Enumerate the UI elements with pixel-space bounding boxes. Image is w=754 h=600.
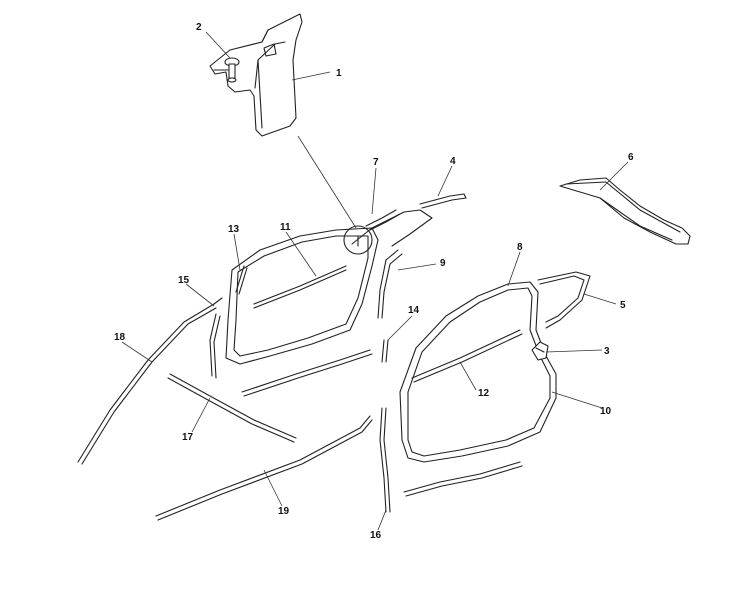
callout-9: 9 [440,258,446,269]
part-11-door-seal [225,227,379,365]
part-3-clip [531,341,549,361]
sill-strip-rear [403,461,523,497]
callout-19: 19 [278,506,290,517]
callout-2: 2 [196,22,202,33]
part-2-fastener [224,57,240,83]
callout-13: 13 [228,224,240,235]
sill-strip-front [241,349,373,397]
callout-4: 4 [450,156,456,167]
part-17-strip [167,373,297,443]
part-19-sill-strip [155,415,373,521]
part-13-strip [235,265,248,295]
callout-3: 3 [604,346,610,357]
part-1-bracket [209,13,303,137]
callout-16: 16 [370,530,382,541]
part-18-roof-seal [77,303,217,465]
callout-15: 15 [178,275,190,286]
callout-7: 7 [373,157,379,168]
callout-11: 11 [280,222,291,233]
part-16-strip [379,407,391,513]
part-14-strip [381,339,389,363]
callout-8: 8 [517,242,523,253]
part-8-door-seal [399,281,557,463]
callout-18: 18 [114,332,126,343]
leader-lines [121,31,629,531]
callout-5: 5 [620,300,626,311]
callout-labels: 1 2 3 4 5 6 7 8 9 10 11 12 13 14 15 16 1… [114,22,634,541]
part-12-strip [411,329,523,383]
callout-10: 10 [600,406,612,417]
callout-12: 12 [478,388,490,399]
part-4-strip [419,193,467,209]
part-5-window-seal [537,271,591,329]
callout-14: 14 [408,305,420,316]
callout-6: 6 [628,152,634,163]
part-6-hose-seal [559,177,691,245]
part-15-strip [209,297,223,379]
callout-17: 17 [182,432,194,443]
callout-1: 1 [336,68,342,79]
part-9-seal [377,249,403,319]
